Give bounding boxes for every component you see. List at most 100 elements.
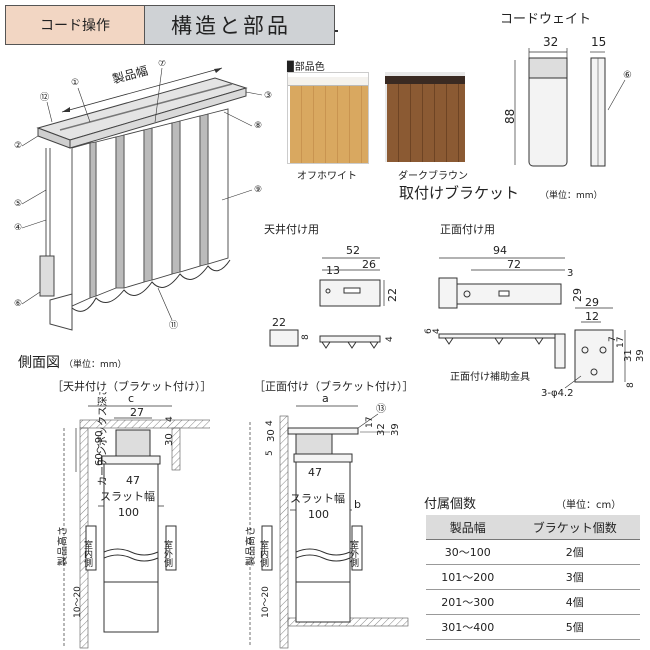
header-tab: コード操作 [5,5,145,45]
side-left-outdoor: 室外側 [162,539,173,567]
side-right-b: b [354,498,361,511]
front-bracket-drawing: 94 72 3 29 6 4 29 12 7 17 31 39 8 3‐φ4.2 [424,244,646,399]
side-left-drawing: c 27 4 30 47 スラット幅 100 カーテンボックス深さ 60〜90 … [56,392,210,649]
side-left-label: ［天井付け（ブラケット付け）］ [52,380,212,393]
header-rule [335,30,338,32]
width-cell: 201〜300 [426,589,510,615]
swatch-off-white [287,72,369,164]
side-left-d30: 30 [164,433,175,446]
side-right-indoor: 室内側 [258,539,269,567]
bracket-unit: （単位：mm） [540,191,603,201]
swatch-off-white-label: オフホワイト [297,171,357,182]
svg-text:⑤: ⑤ [14,199,22,209]
front-d39: 39 [635,349,646,362]
side-right-slat: スラット幅 [290,492,345,505]
swatch-dark-brown-label: ダークブラウン [398,171,468,182]
side-right-d30: 30 [266,429,277,442]
side-left-d27: 27 [130,406,144,419]
front-aux-label: 正面付け補助金具 [450,372,530,383]
side-right-d47: 47 [308,466,322,479]
svg-text:⑫: ⑫ [40,92,49,103]
ceiling-d13: 13 [326,264,340,277]
svg-text:⑦: ⑦ [158,60,166,69]
ceiling-d52: 52 [346,244,360,257]
svg-text:①: ① [71,78,79,88]
side-right-label: ［正面付け（ブラケット付け）］ [254,380,414,393]
front-d3: 3 [567,268,573,279]
accessory-title: 付属個数 [424,497,477,512]
accessory-header-row: 製品幅 ブラケット個数 [426,515,640,540]
side-left-d100: 100 [118,506,139,519]
header-tab-label: コード操作 [40,18,110,34]
svg-text:③: ③ [264,91,272,101]
ceiling-bracket-drawing: 52 26 13 22 22 8 4 [269,244,399,349]
structure-illustration: ① ② ③ ④ ⑤ ⑥ ⑦ ⑧ ⑨ ⑪ ⑫ [14,60,272,331]
front-d7: 7 [608,336,618,342]
svg-text:④: ④ [14,223,22,233]
front-title: 正面付け用 [440,223,495,236]
front-d72: 72 [507,258,521,271]
svg-text:②: ② [14,141,22,151]
accessory-header-width: 製品幅 [426,515,510,540]
cord-weight-drawing: 32 15 88 ⑥ [503,35,632,167]
side-right-d4: 4 [265,420,275,426]
side-left-d4: 4 [165,416,175,422]
front-d31: 31 [623,349,634,362]
front-d17: 17 [616,337,626,348]
side-right-a: a [322,392,329,405]
side-left-d47: 47 [126,474,140,487]
ceiling-d22b: 22 [272,316,286,329]
count-cell: 2個 [509,539,640,565]
side-right-outdoor: 室外側 [348,539,359,567]
side-left-indoor: 室内側 [82,539,93,567]
side-left-height: 製品高さ [56,526,69,566]
side-left-bottom: 10〜20 [73,586,83,618]
side-right-d39: 39 [390,423,401,436]
side-right-d5: 5 [265,450,275,456]
cord-weight-callout: ⑥ [623,70,632,81]
svg-text:⑨: ⑨ [254,185,262,195]
accessory-header-count: ブラケット個数 [509,515,640,540]
width-cell: 30〜100 [426,539,510,565]
front-d6: 6 [424,328,434,334]
cord-weight-w1: 32 [543,35,558,49]
side-left-slat: スラット幅 [100,490,155,503]
side-left-box: カーテンボックス深さ [97,392,109,486]
accessory-unit: （単位：cm） [556,500,622,511]
ceiling-d4: 4 [385,336,395,342]
side-left-c: c [128,392,134,405]
side-right-callout: ⑬ [376,403,386,415]
front-hole: 3‐φ4.2 [541,388,573,399]
width-cell: 301〜400 [426,614,510,640]
svg-text:⑥: ⑥ [14,299,22,309]
side-right-drawing: a ⑬ 30 4 5 17 32 39 47 スラット幅 100 b 製品高さ … [244,392,409,649]
side-right-d32: 32 [376,423,387,436]
ceiling-d8: 8 [301,334,311,340]
swatch-dark-brown-rail [385,76,465,84]
swatch-dark-brown-fill [387,84,465,162]
side-right-bottom: 10〜20 [261,586,271,618]
ceiling-title: 天井付け用 [264,223,319,236]
bracket-title: 取付けブラケット [399,184,520,202]
front-d8: 8 [626,382,636,388]
width-cell: 101〜200 [426,564,510,590]
swatch-dark-brown [385,72,465,162]
front-d29: 29 [571,288,584,302]
side-right-height: 製品高さ [244,526,257,566]
swatch-off-white-fill [290,85,368,163]
front-d12: 12 [585,310,599,323]
side-right-d17: 17 [365,417,375,428]
front-d29b: 29 [585,296,599,309]
header-title-label: 構造と部品 [171,14,291,38]
svg-text:⑪: ⑪ [169,320,178,331]
cord-weight-title: コードウェイト [500,12,592,27]
swatch-off-white-rail [288,77,368,86]
colors-title-text: 部品色 [294,62,325,73]
count-cell: 4個 [509,589,640,615]
side-unit: （単位：mm） [64,360,127,370]
ceiling-d26: 26 [362,258,376,271]
